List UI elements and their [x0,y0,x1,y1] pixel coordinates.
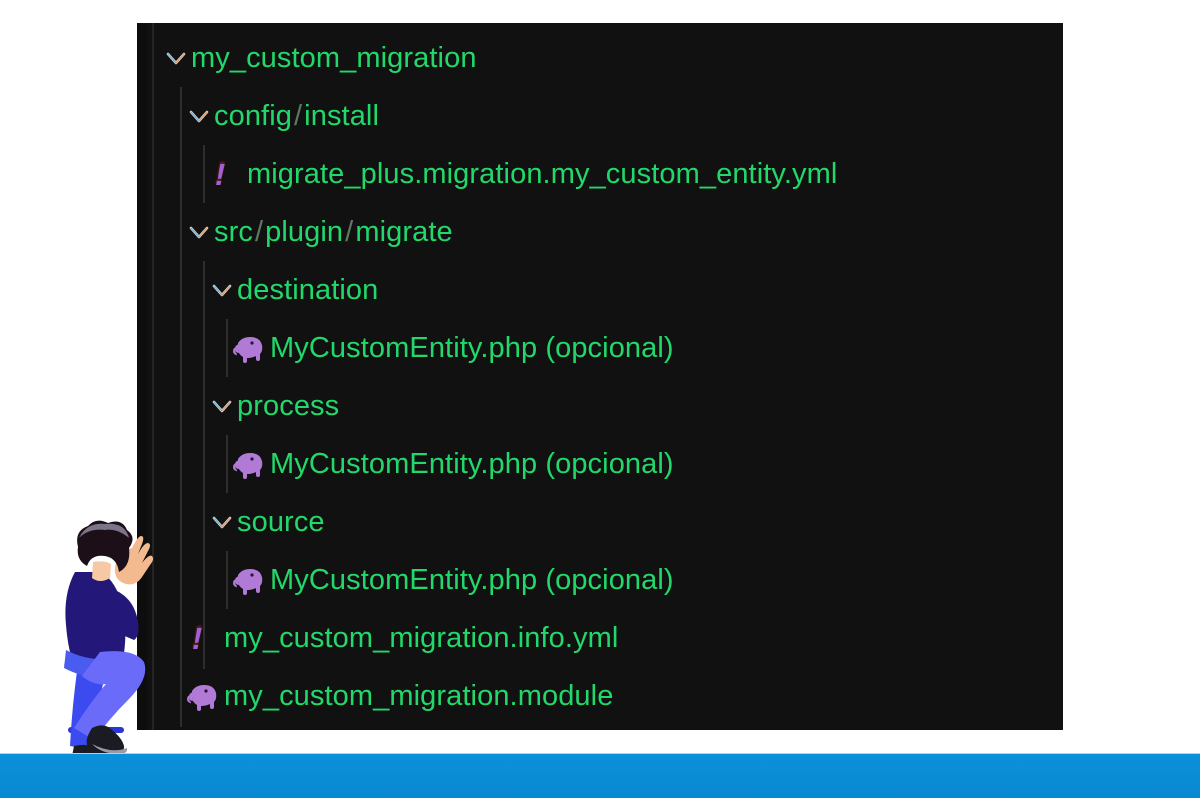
tree-row-process-entity-php[interactable]: MyCustomEntity.php (opcional) [137,435,1063,493]
indent-guide-level-3a [226,319,228,377]
chevron-down-icon[interactable] [161,43,191,73]
tree-row-destination-entity-php[interactable]: MyCustomEntity.php (opcional) [137,319,1063,377]
right-leg [74,651,146,740]
neck [92,561,111,581]
panel-left-gutter [137,23,147,730]
chevron-down-icon[interactable] [184,101,214,131]
tree-row-label: config/install [214,99,380,132]
yaml-exclamation-icon: ! [191,620,203,656]
hair-highlight [79,523,129,538]
indent-guide-level-1 [180,87,182,727]
indent-guide-level-2b [203,261,205,669]
person-illustration [48,520,183,775]
tree-row-label: destination [237,273,379,306]
indent-guide-level-2a [203,145,205,203]
php-elephant-icon [184,679,218,713]
indent-guide-level-3c [226,551,228,609]
chevron-down-icon[interactable] [207,275,237,305]
tree-row-label: src/plugin/migrate [214,215,453,248]
tree-row-label: my_custom_migration.module [224,679,614,712]
tree-row-my_custom_migration[interactable]: my_custom_migration [137,29,1063,87]
tree-row-label: process [237,389,340,422]
tree-row-process[interactable]: process [137,377,1063,435]
tree-row-label: my_custom_migration.info.yml [224,621,619,654]
tree-row-label: MyCustomEntity.php (opcional) [270,447,674,480]
file-tree-panel: my_custom_migration config/install! migrat… [137,23,1063,730]
indent-guide-level-3b [226,435,228,493]
php-elephant-icon [230,563,264,597]
php-elephant-icon [230,447,264,481]
panel-left-rule [152,23,154,730]
tree-row-source[interactable]: source [137,493,1063,551]
tree-row-migrate_plus_yml[interactable]: ! migrate_plus.migration.my_custom_entity… [137,145,1063,203]
tree-row-module-file[interactable]: my_custom_migration.module [137,667,1063,725]
tree-row-config-install[interactable]: config/install [137,87,1063,145]
tree-row-source-entity-php[interactable]: MyCustomEntity.php (opcional) [137,551,1063,609]
chevron-down-icon[interactable] [207,507,237,537]
tree-row-label: MyCustomEntity.php (opcional) [270,563,674,596]
tree-row-label: my_custom_migration [191,41,477,74]
file-tree: my_custom_migration config/install! migrat… [137,23,1063,725]
hand-shape [114,536,154,585]
tree-row-destination[interactable]: destination [137,261,1063,319]
tree-row-label: migrate_plus.migration.my_custom_entity.… [247,157,838,190]
tree-row-label: MyCustomEntity.php (opcional) [270,331,674,364]
tree-row-info-yml[interactable]: ! my_custom_migration.info.yml [137,609,1063,667]
tree-row-label: source [237,505,325,538]
chevron-down-icon[interactable] [207,391,237,421]
right-shoe [86,725,128,755]
right-arm [102,588,139,640]
tree-row-src-plugin-migrate[interactable]: src/plugin/migrate [137,203,1063,261]
yaml-exclamation-icon: ! [214,156,226,192]
hair [77,520,133,572]
php-elephant-icon [230,331,264,365]
chevron-down-icon[interactable] [184,217,214,247]
bottom-blue-band [0,753,1200,798]
